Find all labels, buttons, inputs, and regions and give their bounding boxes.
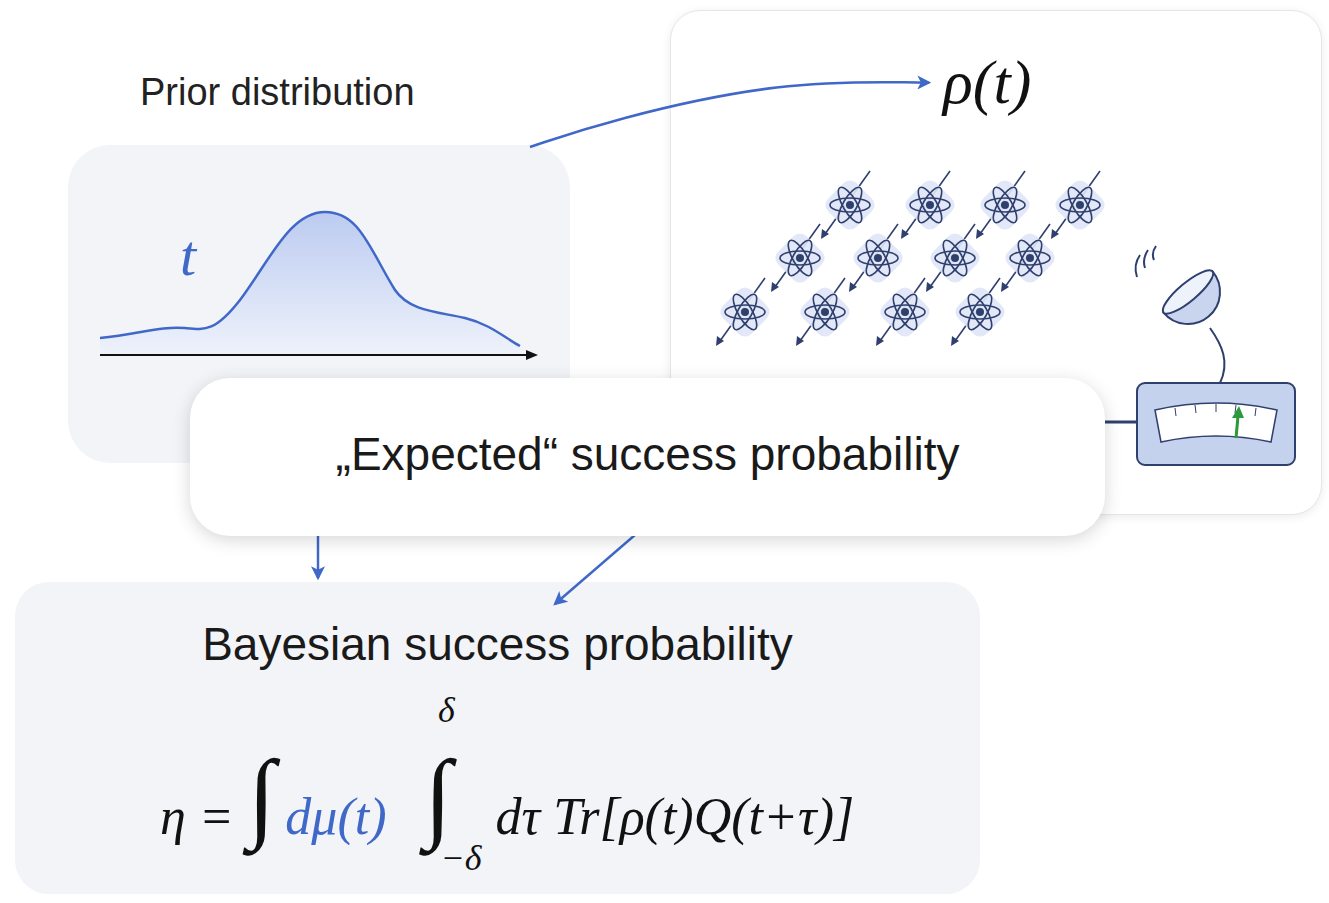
atom-array-part [1051,171,1108,239]
atom-array-part [876,278,933,346]
atom-array-part [796,278,853,346]
atom-array-part [771,224,828,292]
callout-text: „Expected“ success probability [336,428,960,481]
meter-part [1175,408,1176,416]
flow-arrow [317,463,320,578]
detector-dish-part [1136,255,1140,277]
formula-part: dτ Tr[ρ(t)Q(t+τ)] [496,787,855,847]
box-heading: Prior distribution [140,71,415,115]
atom-array-part [951,278,1008,346]
atom-array-part [821,171,878,239]
state-label: ρ(t) [943,47,1031,118]
prior-curve-part [100,212,520,355]
meter-part [1236,416,1238,438]
formula-box: Bayesian success probabilityη =∫dμ(t)∫δ−… [15,582,980,894]
detector-dish-part-part [1158,265,1219,320]
flow-arrow [555,503,672,604]
detector-dish-part [1158,265,1233,338]
formula-part: η = [160,787,234,847]
atom-array-part [901,171,958,239]
atom-array-part [1001,224,1058,292]
box-title: Bayesian success probability [202,618,793,671]
flow-arrow [530,82,929,147]
meter-part [1095,421,1137,424]
lower-limit: −δ [440,838,481,879]
atom-array-part [926,224,983,292]
upper-limit: δ [438,690,455,731]
detector-dish-part [1153,246,1156,260]
axis-arrow [100,350,538,360]
meter-part [1232,406,1244,418]
meter-part [1137,383,1295,465]
variable-label: t [180,223,196,290]
atom-array-part [849,224,906,292]
measure-term: dμ(t) [285,787,386,847]
detector-dish [1136,246,1234,383]
meter-part [1195,405,1196,413]
prior-curve-part [100,212,520,346]
meter-part [1255,408,1256,416]
atom-array [716,171,1108,346]
meter-part [1155,403,1277,442]
detector-dish-part [1210,328,1225,383]
meter-part [1216,404,1217,412]
integral-sign: ∫ [424,738,451,853]
callout-box: „Expected“ success probability [190,378,1105,536]
axis-arrow-part [526,350,538,360]
detector-dish-part [1144,250,1148,268]
integral-sign: ∫ [248,738,275,853]
meter [1095,383,1295,465]
atom-array-part [976,171,1033,239]
atom-array-part [716,278,773,346]
axis-arrow-part [100,354,528,356]
prior-curve [100,212,520,355]
